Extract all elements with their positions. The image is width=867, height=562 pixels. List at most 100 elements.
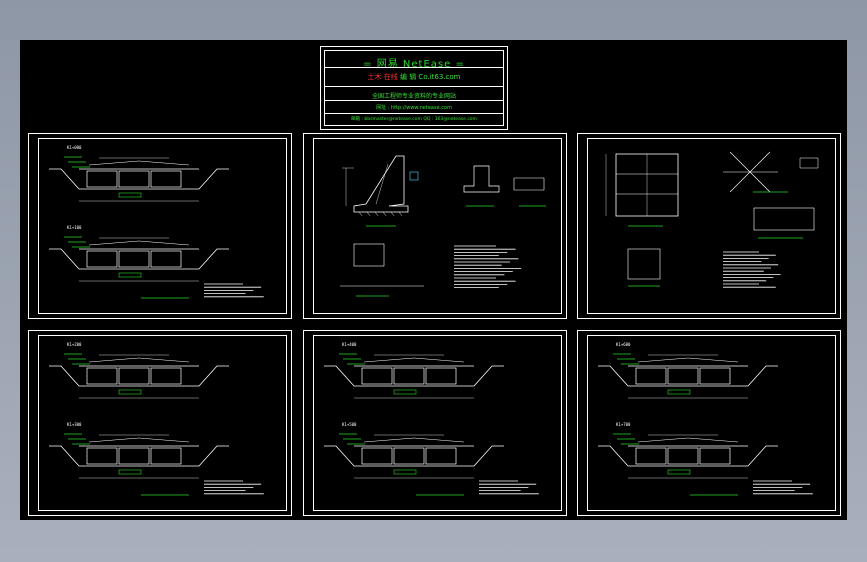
box-culvert-cell [393,367,425,385]
box-culvert-cell [86,250,118,268]
drawing-outline [375,163,389,205]
section-box [627,248,661,280]
title-block: = 网易 NetEase = 土木 在线 编 辑 Co.it63.com 全国工… [320,46,508,130]
drawing-outline [637,357,739,363]
sheet-frame [313,335,562,511]
drawing-outline [353,155,409,213]
divider [325,86,503,87]
subtitle-red: 土木 在线 [367,73,398,81]
sheet-culvert-plan[interactable] [577,133,841,319]
drawing-outline [463,165,500,193]
divider [325,67,503,68]
drawing-outline [598,365,778,387]
drawing-line [390,211,395,217]
drawing-outline [49,445,229,467]
box-culvert-cell [86,170,118,188]
website-text: 网址 : http://www.netease.com [376,105,452,111]
station-label: K1+100 [67,225,82,230]
box-culvert-cell [393,447,425,465]
box-culvert-cell [635,367,667,385]
box-culvert-cell [699,367,731,385]
box-culvert-cell [150,170,182,188]
sheet-frame [587,335,836,511]
station-label: K1+600 [616,342,631,347]
drawing-outline [637,437,739,443]
drain-symbol [409,171,419,181]
sheet-drawing [605,151,819,288]
box-culvert-cell [118,447,150,465]
dimension-box [118,469,142,475]
box-culvert-cell [361,367,393,385]
sheet-retaining-wall-detail[interactable] [303,133,567,319]
drawing-outline [49,248,229,270]
drawing-outline [363,437,465,443]
box-culvert-cell [150,367,182,385]
drawing-canvas[interactable]: = 网易 NetEase = 土木 在线 编 辑 Co.it63.com 全国工… [20,40,847,520]
box-culvert-cell [635,447,667,465]
drawing-outline [88,160,190,166]
drawing-outline [324,365,504,387]
box-culvert-cell [667,447,699,465]
description-text: 全国工程师专业资料的专业网站 [371,93,456,100]
drawing-outline [598,445,778,467]
sheet-drawing [340,155,546,297]
detail-box [353,243,385,267]
title-text: = 网易 NetEase = [363,59,465,70]
box-culvert-cell [425,367,457,385]
sheet-frame [587,138,836,314]
box-culvert-cell [86,447,118,465]
drawing-outline [49,365,229,387]
drawing-outline [88,437,190,443]
drawing-outline [799,157,819,169]
station-label: K1+000 [67,145,82,150]
box-culvert-cell [118,170,150,188]
dimension-box [393,389,417,395]
station-label: K1+300 [67,422,82,427]
dimension-box [667,389,691,395]
box-culvert-cell [425,447,457,465]
drawing-line [374,211,379,217]
drawing-outline [513,177,545,191]
box-culvert-cell [667,367,699,385]
detail-box [753,207,815,231]
drawing-line [398,211,403,217]
drawing-line [382,211,387,217]
subtitle-green: 编 辑 Co.it63.com [399,73,461,81]
dimension-box [118,192,142,198]
station-label: K1+700 [616,422,631,427]
drawing-outline [88,240,190,246]
drawing-outline [88,357,190,363]
divider [325,113,503,114]
box-culvert-cell [86,367,118,385]
drawing-line [358,211,363,217]
station-label: K1+500 [342,422,357,427]
box-culvert-cell [150,250,182,268]
station-label: K1+200 [67,342,82,347]
box-culvert-cell [118,250,150,268]
divider [325,100,503,101]
title-block-inner-frame [324,50,504,126]
box-culvert-cell [361,447,393,465]
contact-text: 邮箱 : bbsmaster@netease.com QQ : 163@nete… [351,117,477,122]
drawing-outline [49,168,229,190]
sheet-frame [38,138,287,314]
subtitle-text: 土木 在线 编 辑 Co.it63.com [321,72,507,82]
drawing-outline [363,357,465,363]
sheet-frame [313,138,562,314]
dimension-box [667,469,691,475]
box-culvert-cell [118,367,150,385]
drawing-outline [324,445,504,467]
box-culvert-cell [699,447,731,465]
station-label: K1+400 [342,342,357,347]
drawing-line [366,211,371,217]
dimension-box [393,469,417,475]
dimension-box [118,272,142,278]
